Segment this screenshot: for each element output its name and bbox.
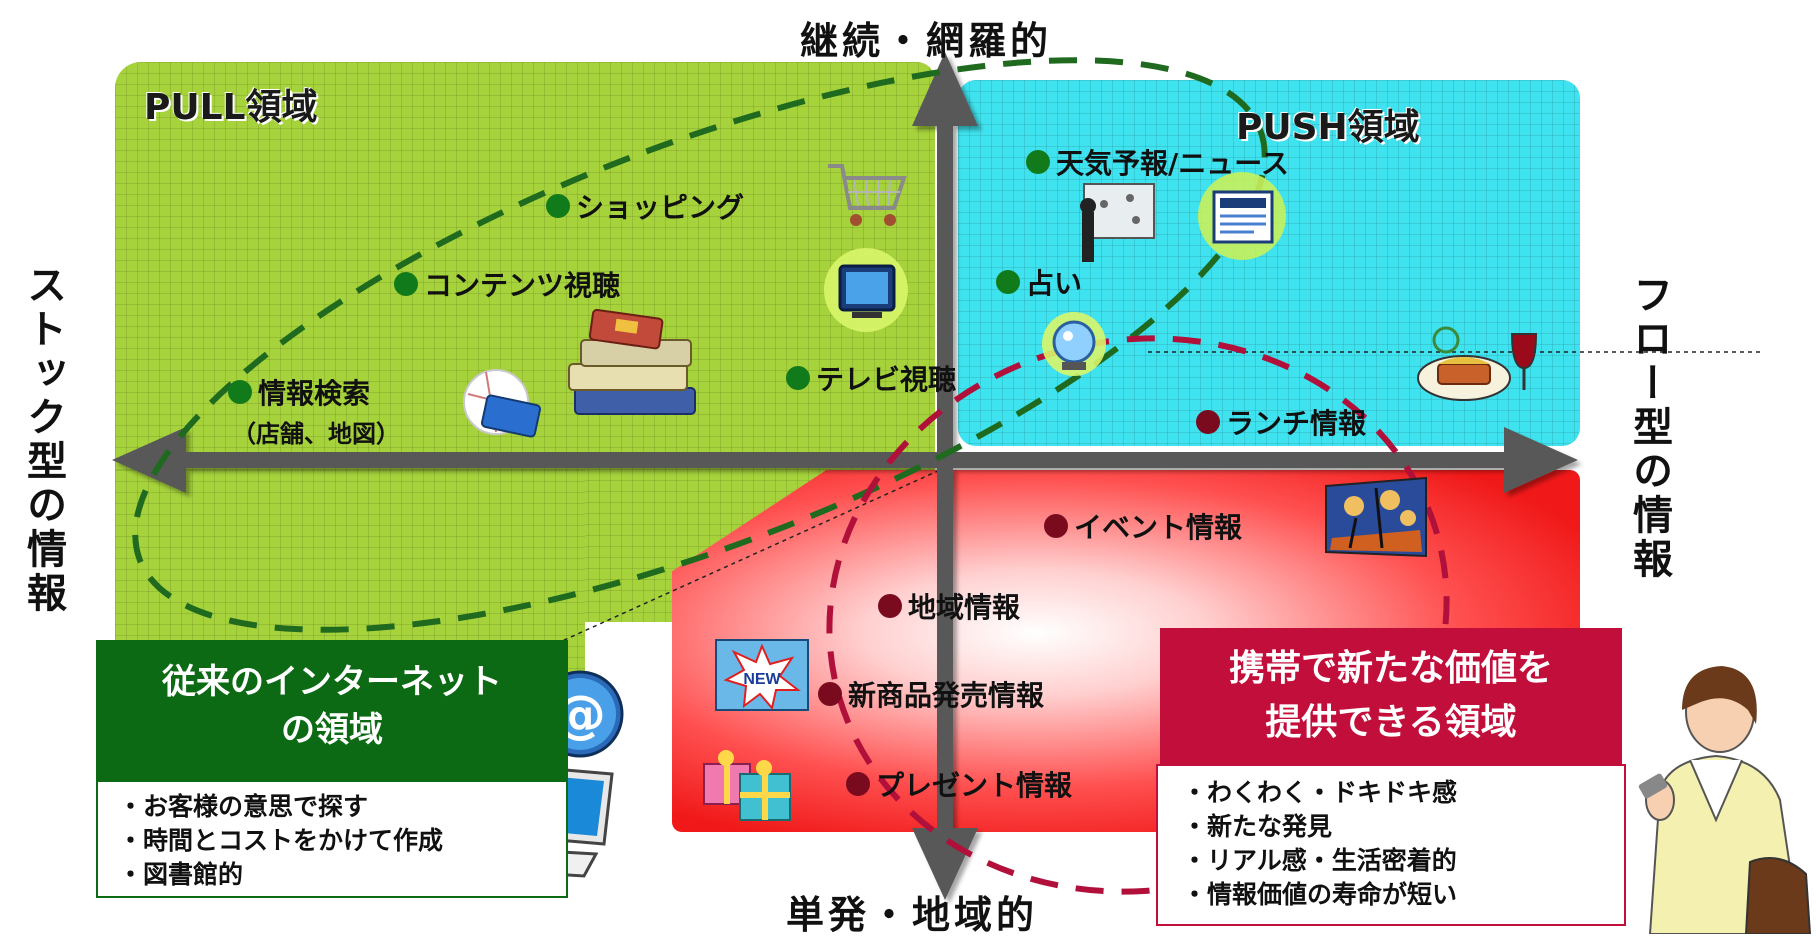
bullet-dot — [546, 194, 570, 218]
item-label: テレビ視聴 — [816, 363, 957, 396]
mobile-box-title-line2: 提供できる領域 — [1265, 702, 1517, 743]
item-fortune: 占い — [996, 262, 1082, 302]
axis-label-left: ストック型の情報 — [20, 264, 66, 616]
item-event: イベント情報 — [1044, 506, 1242, 546]
item-local: 地域情報 — [878, 586, 1020, 626]
item-label: ランチ情報 — [1226, 407, 1367, 440]
connector-line — [519, 469, 941, 661]
mobile-point: ・新たな発見 — [1182, 812, 1333, 841]
item-label: プレゼント情報 — [876, 769, 1073, 802]
item-label: イベント情報 — [1074, 511, 1243, 544]
gift-icon — [703, 750, 791, 821]
mobile-box-title-line1: 携帯で新たな価値を — [1228, 648, 1553, 689]
bullet-dot — [1026, 150, 1050, 174]
axis-arrow-up — [912, 52, 978, 126]
pull-region-label: PULL領域 — [144, 87, 318, 128]
item-present: プレゼント情報 — [846, 764, 1072, 804]
item-label: 地域情報 — [908, 591, 1021, 624]
mobile-box-points: ・わくわく・ドキドキ感 ・新たな発見 ・リアル感・生活密着的 ・情報価値の寿命が… — [1156, 764, 1626, 926]
bullet-dot — [394, 272, 418, 296]
internet-area-ellipse — [132, 57, 1268, 633]
mobile-point: ・情報価値の寿命が短い — [1182, 880, 1458, 909]
axis-label-top: 継続・網羅的 — [800, 19, 1053, 63]
item-content-viewing: コンテンツ視聴 — [394, 264, 620, 304]
internet-box-title-line1: 従来のインターネット — [162, 662, 502, 702]
bullet-dot — [228, 380, 252, 404]
mobile-area-ellipse — [826, 335, 1450, 895]
woman-with-phone-icon — [1638, 666, 1812, 934]
map-icon — [463, 369, 541, 438]
item-shopping: ショッピング — [546, 186, 744, 226]
mobile-point: ・わくわく・ドキドキ感 — [1182, 778, 1458, 807]
concert-icon — [1325, 476, 1427, 558]
push-region-label: PUSH領域 — [1236, 107, 1420, 148]
bullet-dot — [846, 772, 870, 796]
item-label: コンテンツ視聴 — [424, 269, 621, 302]
item-tv-viewing: テレビ視聴 — [786, 358, 956, 398]
internet-point: ・図書館的 — [118, 860, 244, 889]
bullet-dot — [1044, 514, 1068, 538]
mobile-box-title: 携帯で新たな価値を 提供できる領域 — [1160, 628, 1622, 766]
internet-box-points: ・お客様の意思で探す ・時間とコストをかけて作成 ・図書館的 — [96, 780, 568, 898]
new-badge-icon: NEW — [715, 639, 809, 711]
axis-label-right: フロー型の情報 — [1626, 274, 1672, 582]
bullet-dot — [1196, 410, 1220, 434]
item-weather-news: 天気予報/ニュース — [1026, 142, 1289, 182]
bullet-dot — [996, 270, 1020, 294]
internet-box-title: 従来のインターネット の領域 — [96, 640, 568, 782]
newspaper-icon — [1080, 172, 1286, 262]
bullet-dot — [786, 366, 810, 390]
books-icon — [568, 308, 696, 415]
tv-icon — [824, 248, 908, 332]
bullet-dot — [878, 594, 902, 618]
svg-text:NEW: NEW — [743, 671, 781, 688]
axis-arrow-left — [112, 427, 186, 493]
internet-point: ・時間とコストをかけて作成 — [118, 826, 444, 855]
axis-label-bottom: 単発・地域的 — [786, 893, 1039, 937]
item-label: 天気予報/ニュース — [1056, 147, 1289, 180]
item-info-search: 情報検索 — [228, 372, 370, 412]
lunch-icon — [1417, 326, 1538, 401]
bullet-dot — [818, 682, 842, 706]
crystal-ball-icon — [1042, 312, 1106, 376]
internet-point: ・お客様の意思で探す — [118, 792, 369, 821]
item-label: 新商品発売情報 — [848, 679, 1045, 712]
item-new-product: 新商品発売情報 — [818, 674, 1044, 714]
item-label: 情報検索 — [258, 377, 371, 410]
axis-arrow-right — [1504, 427, 1578, 493]
item-label: ショッピング — [576, 191, 745, 224]
internet-box-title-line2: の領域 — [281, 710, 383, 750]
mobile-point: ・リアル感・生活密着的 — [1182, 846, 1457, 875]
item-label: 占い — [1026, 267, 1083, 300]
shopping-cart-icon — [828, 164, 907, 226]
item-lunch: ランチ情報 — [1196, 402, 1366, 442]
item-info-search-sub: （店舗、地図） — [232, 420, 400, 448]
